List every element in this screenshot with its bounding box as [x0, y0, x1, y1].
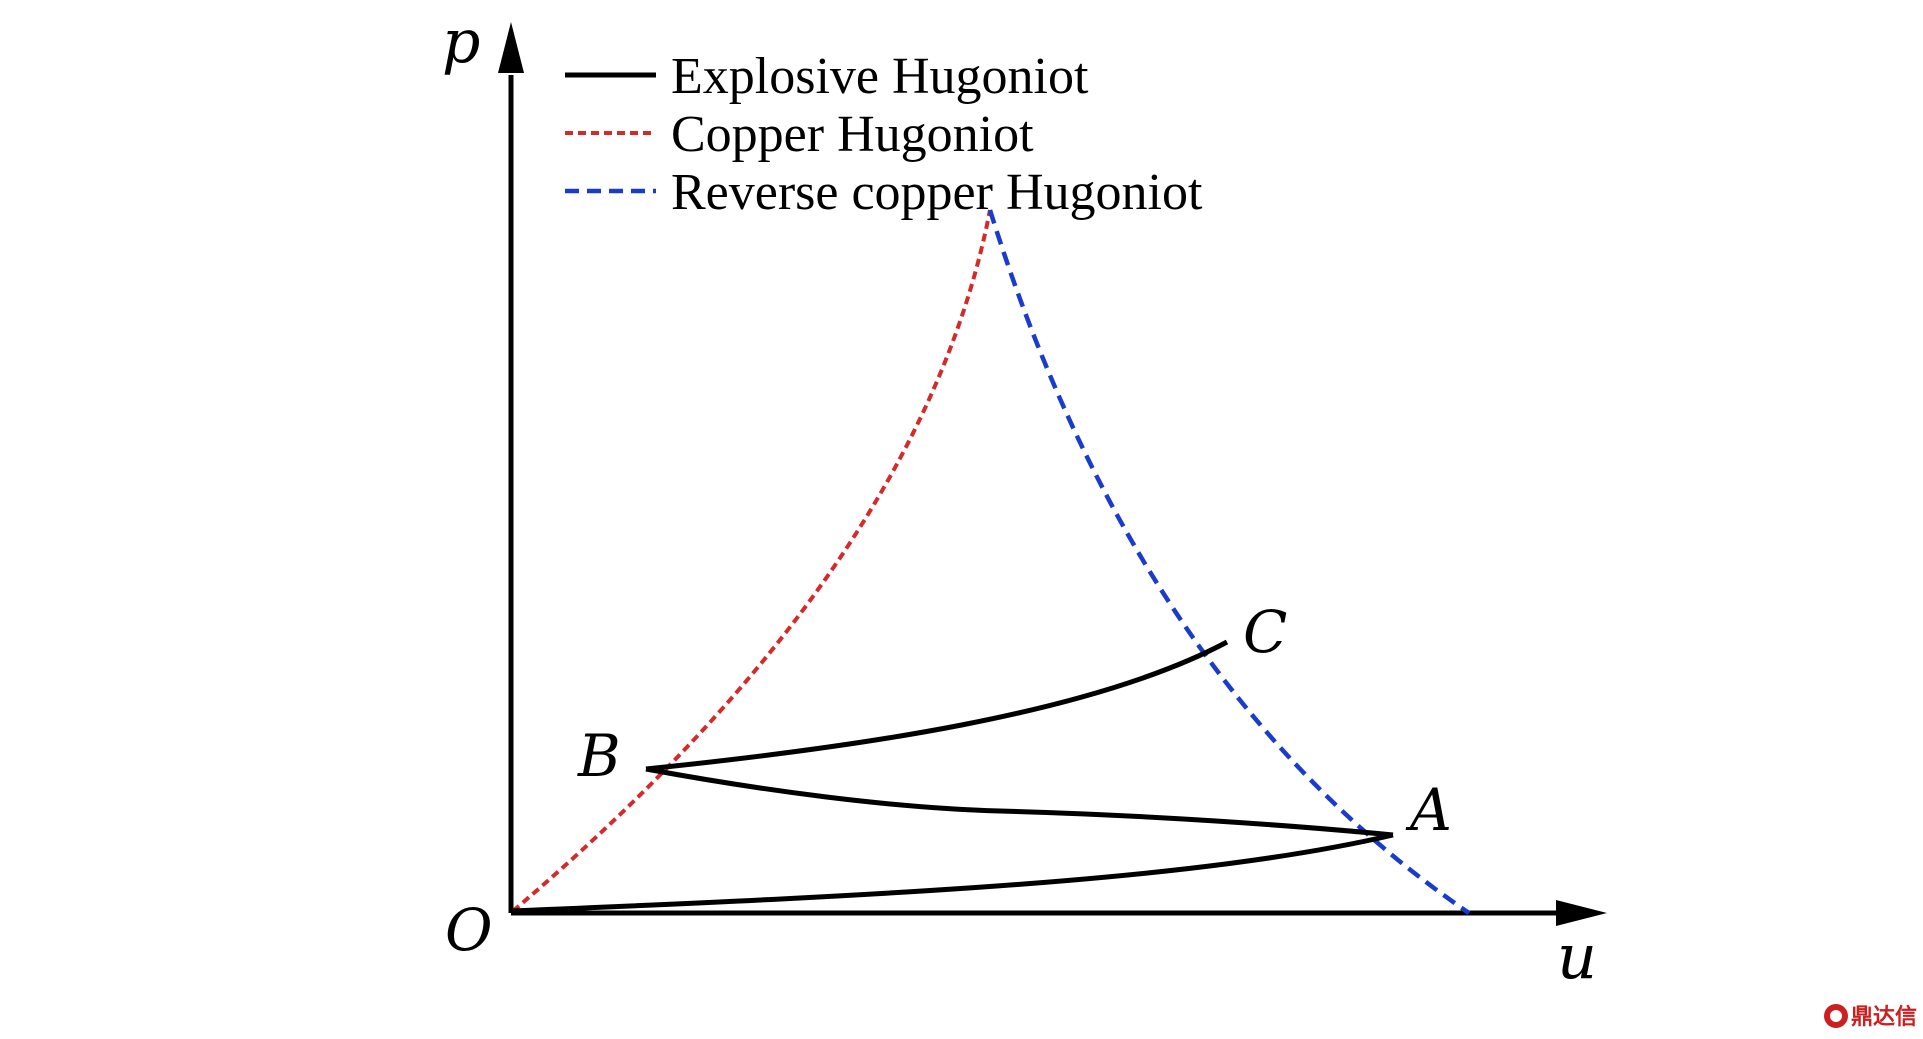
p-axis-arrow — [498, 22, 524, 73]
reverse-copper-hugoniot-curve — [987, 209, 1471, 915]
point-b-label: B — [577, 722, 621, 790]
point-c-label: C — [1243, 598, 1287, 666]
point-a-label: A — [1405, 776, 1452, 844]
u-axis-label: u — [1557, 920, 1597, 993]
u-axis-arrow — [1556, 900, 1607, 926]
explosive-hugoniot-o-a — [510, 832, 1394, 914]
explosive-hugoniot-b-a — [645, 766, 1394, 838]
watermark-text: 鼎达信 — [1851, 1004, 1917, 1030]
legend-label-explosive: Explosive Hugoniot — [671, 48, 1089, 105]
legend-label-copper: Copper Hugoniot — [671, 106, 1034, 163]
legend: Explosive Hugoniot Copper Hugoniot Rever… — [565, 48, 1203, 221]
watermark: 鼎达信 — [1824, 1004, 1917, 1030]
p-axis-label: p — [442, 7, 480, 77]
legend-label-reverse: Reverse copper Hugoniot — [671, 164, 1203, 221]
copper-hugoniot-curve — [511, 209, 992, 913]
explosive-hugoniot-b-c — [645, 639, 1229, 772]
origin-label: O — [445, 896, 493, 964]
watermark-logo-inner — [1830, 1010, 1842, 1022]
